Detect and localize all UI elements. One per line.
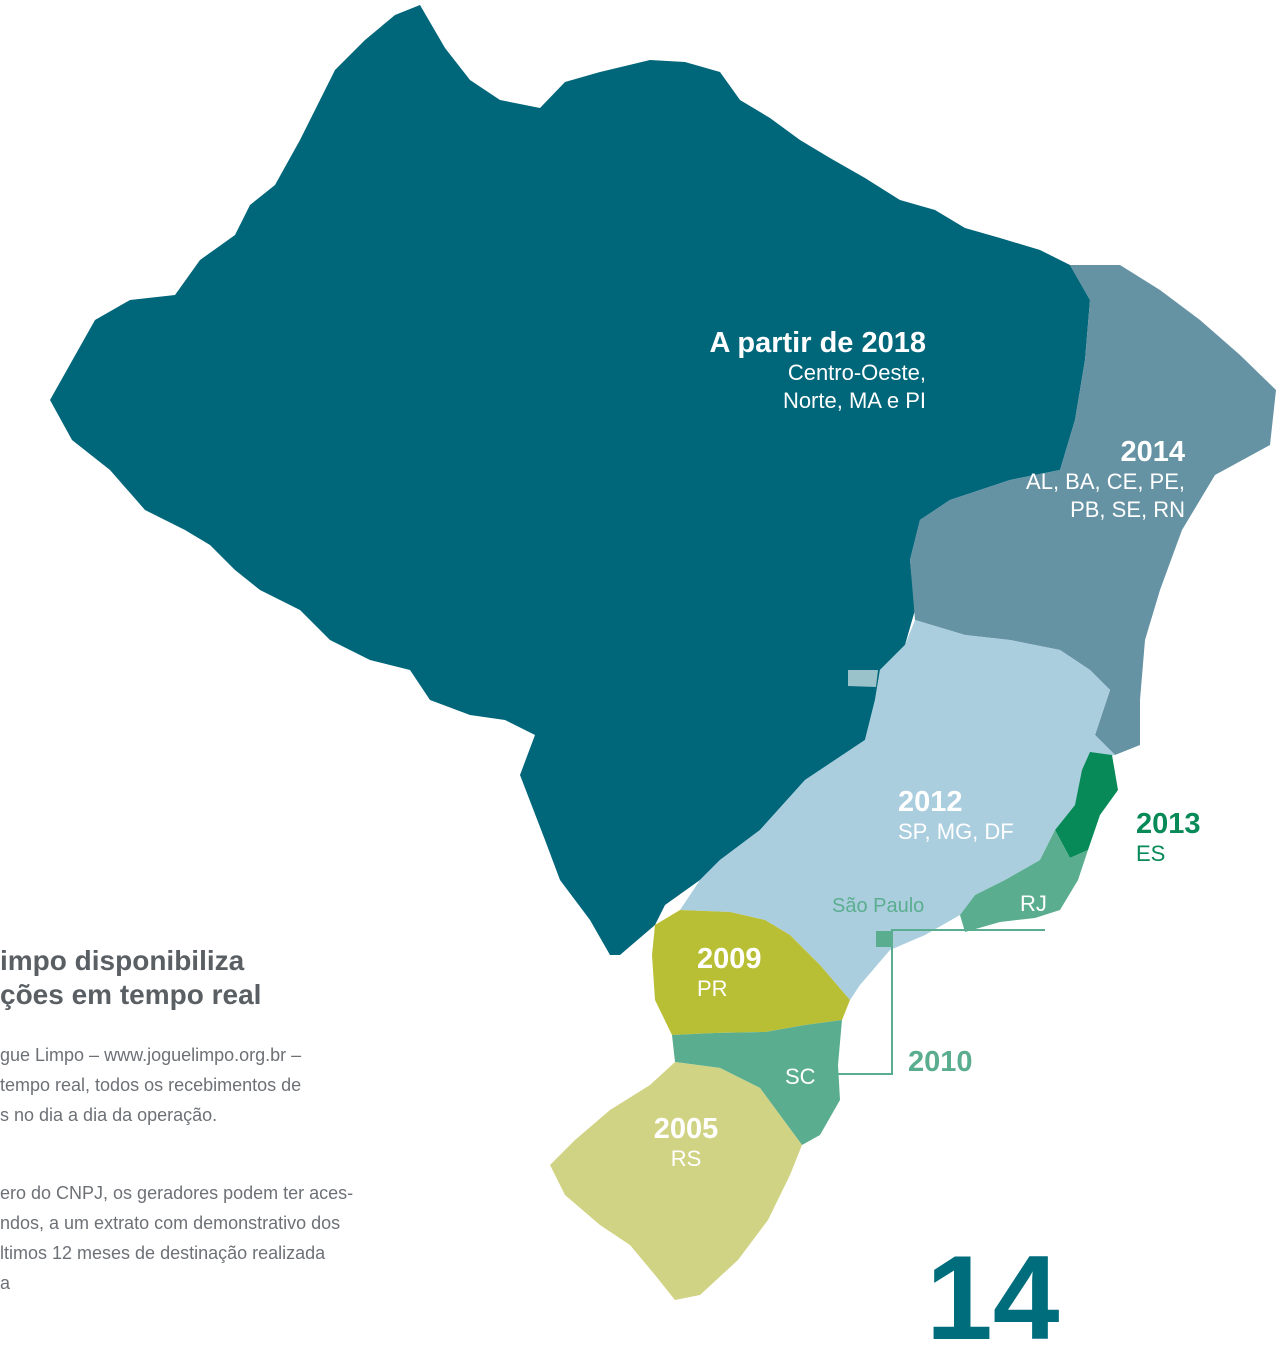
side-title-line2: ções em tempo real	[0, 979, 262, 1010]
region-2005	[550, 1062, 802, 1300]
label-2014-year: 2014	[1120, 436, 1185, 468]
side-title: impo disponibiliza ções em tempo real	[0, 944, 261, 1012]
side-p2-line3: ltimos 12 meses de destinação realizada	[0, 1243, 326, 1263]
region-2010-rj	[960, 830, 1088, 932]
side-title-line1: impo disponibiliza	[0, 945, 245, 976]
label-2018-year: A partir de 2018	[709, 327, 926, 359]
label-2009: 2009 PR	[697, 943, 762, 1003]
side-p2-line4: a	[0, 1273, 11, 1293]
label-2013-states: ES	[1136, 841, 1166, 866]
label-2014-line1: AL, BA, CE, PE,	[1026, 469, 1185, 494]
brazil-map	[50, 5, 1276, 1300]
label-2014: 2014 AL, BA, CE, PE, PB, SE, RN	[1000, 436, 1185, 524]
side-p2-line2: ndos, a um extrato com demonstrativo dos	[0, 1213, 341, 1233]
label-2010-year: 2010	[908, 1046, 973, 1078]
label-2013-year: 2013	[1136, 808, 1201, 840]
label-2009-states: PR	[697, 976, 728, 1001]
label-rj: RJ	[1020, 891, 1047, 916]
region-2014	[910, 265, 1276, 755]
label-2005-states: RS	[670, 1146, 702, 1171]
side-paragraph-2: ero do CNPJ, os geradores podem ter aces…	[0, 1178, 353, 1298]
label-2005-year: 2005	[653, 1113, 719, 1145]
region-2013	[1055, 752, 1118, 858]
region-2010-sc	[672, 1020, 842, 1145]
region-2018	[50, 5, 1090, 955]
label-2012-states: SP, MG, DF	[898, 819, 1014, 844]
label-2009-year: 2009	[697, 943, 762, 975]
page-number: 14	[926, 1231, 1060, 1365]
sao-paulo-marker	[876, 931, 892, 947]
region-2012	[680, 620, 1115, 1000]
label-2012: 2012 SP, MG, DF	[898, 786, 1014, 846]
region-2009	[652, 910, 850, 1035]
label-2014-line2: PB, SE, RN	[1070, 497, 1185, 522]
label-sao-paulo: São Paulo	[832, 895, 925, 917]
label-2005: 2005 RS	[648, 1113, 724, 1173]
label-2018-line2: Norte, MA e PI	[782, 388, 926, 413]
side-paragraph-1: gue Limpo – www.joguelimpo.org.br – temp…	[0, 1040, 301, 1130]
leader-line-2010	[835, 929, 1045, 1075]
side-p1-line2: tempo real, todos os recebimentos de	[0, 1075, 302, 1095]
label-2018-line1: Centro-Oeste,	[787, 360, 926, 385]
label-sc: SC	[785, 1064, 816, 1089]
df-notch	[848, 670, 878, 687]
side-p1-line1: gue Limpo – www.joguelimpo.org.br –	[0, 1045, 302, 1065]
side-p1-line3: s no dia a dia da operação.	[0, 1105, 218, 1125]
label-2012-year: 2012	[898, 786, 963, 818]
side-p2-line1: ero do CNPJ, os geradores podem ter aces…	[0, 1183, 354, 1203]
label-2013: 2013 ES	[1136, 808, 1201, 868]
label-2018: A partir de 2018 Centro-Oeste, Norte, MA…	[660, 327, 926, 415]
